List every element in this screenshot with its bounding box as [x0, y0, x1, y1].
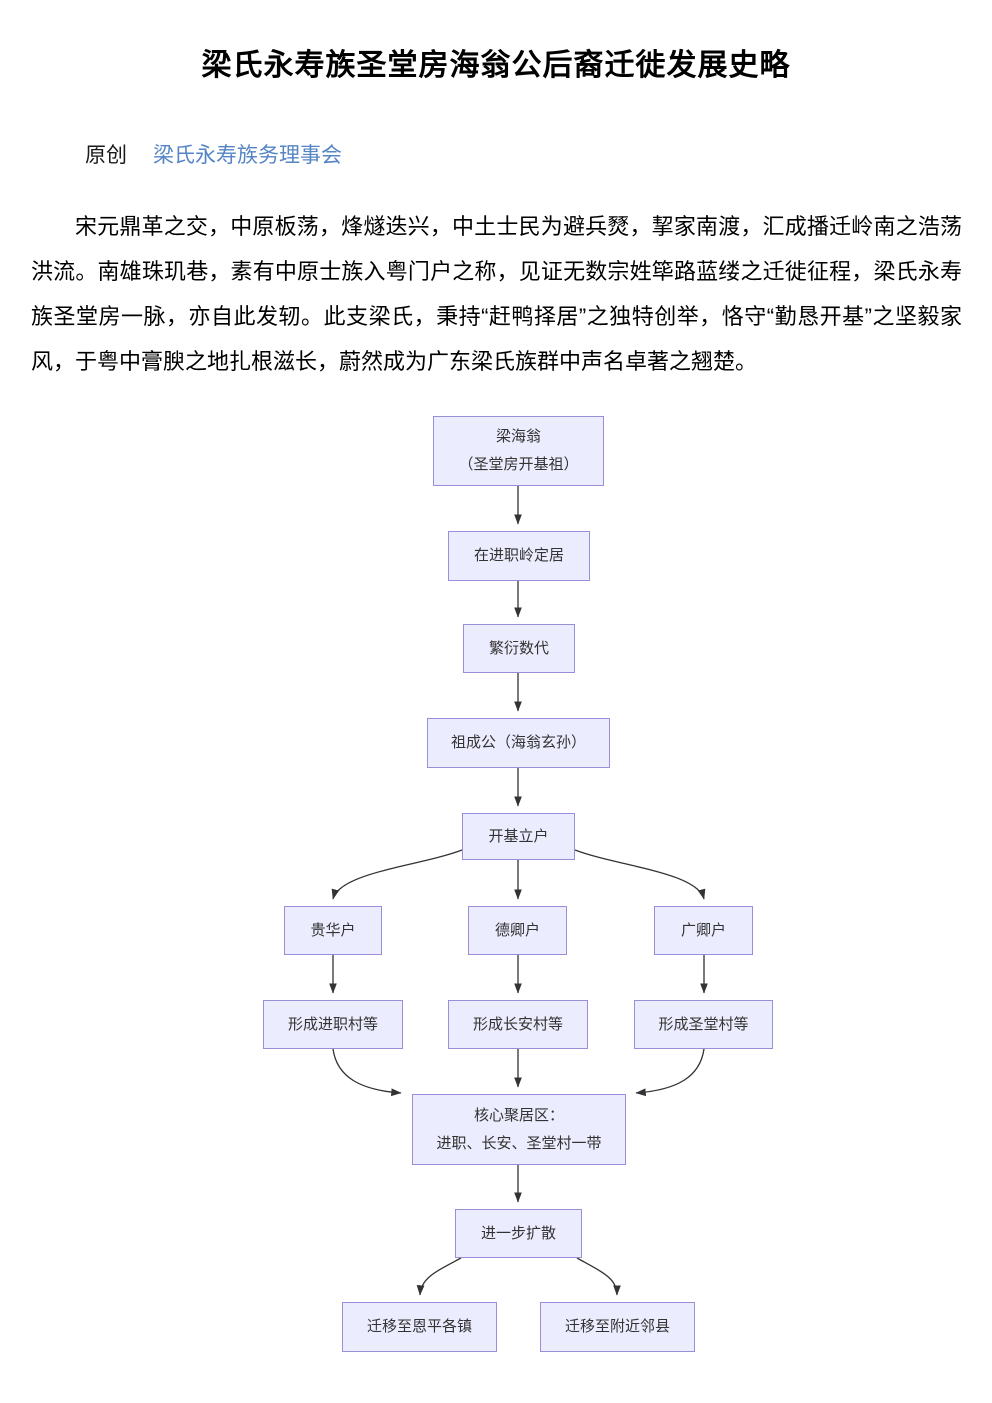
- byline: 原创 梁氏永寿族务理事会: [85, 139, 342, 169]
- flow-node-found-households: 开基立户: [462, 813, 575, 860]
- flow-node-deqing-hu: 德卿户: [468, 906, 567, 955]
- flow-node-haiweng: 梁海翁 （圣堂房开基祖）: [433, 416, 604, 486]
- flowchart-edges: [329, 486, 708, 1296]
- article-paragraph: 宋元鼎革之交，中原板荡，烽燧迭兴，中土士民为避兵燹，挈家南渡，汇成播迁岭南之浩荡…: [31, 214, 962, 374]
- flow-edge: [416, 1257, 462, 1296]
- page-title: 梁氏永寿族圣堂房海翁公后裔迁徙发展史略: [201, 49, 791, 82]
- flow-edge: [332, 1048, 402, 1097]
- flow-edge: [635, 1048, 705, 1097]
- flow-node-core-settlement: 核心聚居区： 进职、长安、圣堂村一带: [412, 1094, 626, 1165]
- flow-node-guihua-hu: 贵华户: [284, 906, 382, 955]
- flow-node-further-spread: 进一步扩散: [455, 1209, 582, 1258]
- flow-edge: [331, 849, 463, 900]
- flow-node-multiply-generations: 繁衍数代: [463, 624, 575, 673]
- flow-node-move-enping-towns: 迁移至恩平各镇: [342, 1302, 497, 1352]
- flow-node-form-shengtang-village: 形成圣堂村等: [634, 1000, 773, 1049]
- flow-node-zuchenggong: 祖成公（海翁玄孙）: [427, 718, 610, 768]
- flow-edge: [576, 1257, 621, 1296]
- flow-edge: [574, 849, 706, 900]
- flow-node-form-changan-village: 形成长安村等: [448, 1000, 588, 1049]
- flow-node-move-nearby-counties: 迁移至附近邻县: [540, 1302, 695, 1352]
- flow-node-settle-jinzhi-ridge: 在进职岭定居: [448, 531, 590, 581]
- author-link[interactable]: 梁氏永寿族务理事会: [153, 144, 342, 167]
- original-badge: 原创: [85, 144, 127, 167]
- flow-node-guangqing-hu: 广卿户: [654, 906, 753, 955]
- flow-node-form-jinzhi-village: 形成进职村等: [263, 1000, 403, 1049]
- migration-flowchart: 梁海翁 （圣堂房开基祖） 在进职岭定居 繁衍数代 祖成公（海翁玄孙） 开基立户 …: [0, 410, 992, 1370]
